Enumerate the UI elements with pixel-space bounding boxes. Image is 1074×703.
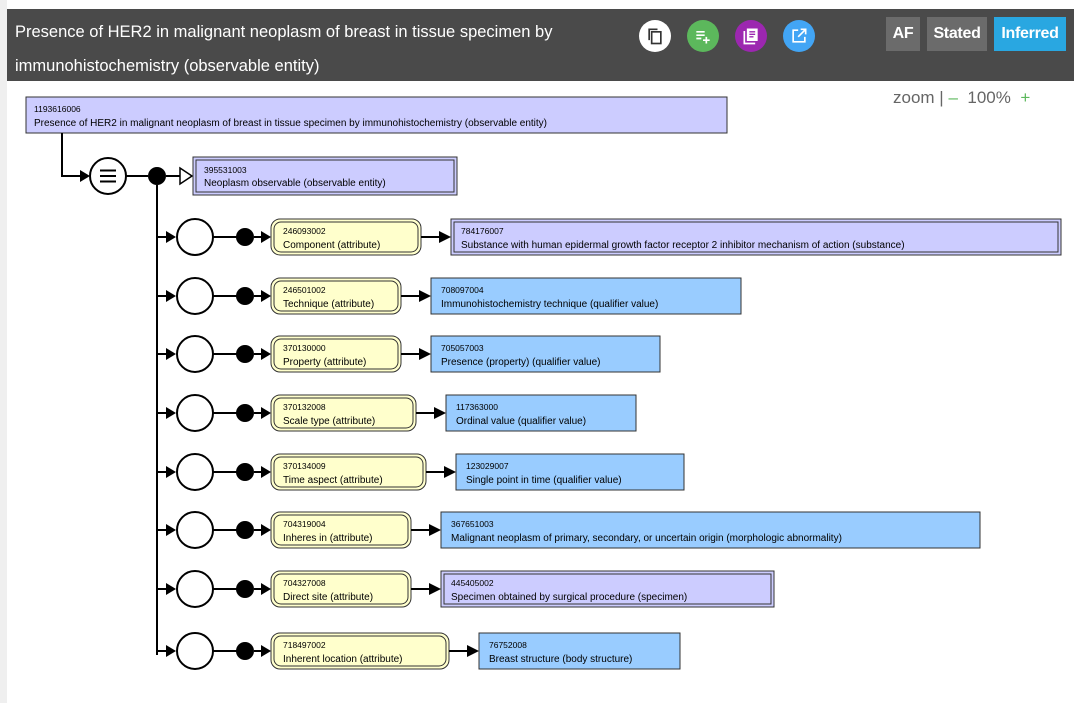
value-concept-node[interactable] [430, 277, 742, 315]
attribute-id: 370130000 [283, 343, 326, 353]
value-concept-label: Single point in time (qualifier value) [466, 475, 622, 486]
zoom-value: 100% [967, 88, 1011, 107]
value-concept-id: 117363000 [456, 402, 498, 412]
conjunction-node [236, 404, 254, 422]
attribute-label: Time aspect (attribute) [283, 475, 383, 486]
conjunction-node [236, 463, 254, 481]
copy-button[interactable] [639, 20, 671, 52]
value-concept-node[interactable] [478, 632, 681, 670]
copy-icon [648, 28, 662, 45]
attribute-label: Inheres in (attribute) [283, 533, 373, 544]
attribute-group-node [176, 394, 214, 432]
zoom-control: zoom | – 100% + [893, 88, 1030, 108]
parent-concept-id: 395531003 [204, 165, 247, 175]
conjunction-node [236, 580, 254, 598]
value-concept-node[interactable] [430, 335, 661, 373]
zoom-in-button[interactable]: + [1020, 88, 1031, 107]
parent-concept-label: Neoplasm observable (observable entity) [204, 178, 386, 189]
library-button[interactable] [735, 20, 767, 52]
attribute-label: Scale type (attribute) [283, 416, 375, 427]
value-concept-node[interactable] [445, 394, 637, 432]
value-concept-node[interactable] [455, 453, 685, 491]
zoom-label: zoom | [893, 88, 944, 107]
value-concept-label: Malignant neoplasm of primary, secondary… [451, 533, 842, 544]
attribute-group-node [176, 511, 214, 549]
value-concept-id: 76752008 [489, 640, 527, 650]
value-concept-label: Presence (property) (qualifier value) [441, 357, 601, 368]
conjunction-node [236, 345, 254, 363]
conjunction-node [236, 521, 254, 539]
attribute-id: 704327008 [283, 578, 326, 588]
playlist-add-icon [696, 31, 710, 44]
left-strip [0, 0, 7, 703]
zoom-out-button[interactable]: – [948, 88, 958, 107]
attribute-id: 718497002 [283, 640, 326, 650]
value-concept-node[interactable] [440, 511, 981, 549]
value-concept-label: Immunohistochemistry technique (qualifie… [441, 299, 658, 310]
attribute-id: 370134009 [283, 461, 326, 471]
value-concept-label: Ordinal value (qualifier value) [456, 416, 586, 427]
value-concept-label: Specimen obtained by surgical procedure … [451, 592, 687, 603]
stated-button[interactable]: Stated [927, 17, 987, 51]
value-concept-id: 367651003 [451, 519, 494, 529]
attribute-label: Inherent location (attribute) [283, 654, 403, 665]
value-concept-id: 445405002 [451, 578, 494, 588]
attribute-label: Technique (attribute) [283, 299, 374, 310]
value-concept-label: Breast structure (body structure) [489, 654, 632, 665]
header-bar: Presence of HER2 in malignant neoplasm o… [7, 9, 1074, 81]
af-button[interactable]: AF [886, 17, 920, 51]
attribute-group-node [176, 632, 214, 670]
inferred-button[interactable]: Inferred [994, 17, 1066, 51]
attribute-label: Property (attribute) [283, 357, 366, 368]
attribute-group-node [176, 453, 214, 491]
attribute-label: Component (attribute) [283, 240, 380, 251]
conjunction-node [236, 642, 254, 660]
value-concept-id: 123029007 [466, 461, 509, 471]
value-concept-id: 784176007 [461, 226, 504, 236]
conjunction-node [236, 228, 254, 246]
attribute-id: 246501002 [283, 285, 326, 295]
open-in-new-icon [792, 28, 807, 43]
value-concept-node[interactable] [440, 570, 775, 608]
page-title: Presence of HER2 in malignant neoplasm o… [15, 23, 553, 75]
attribute-group-node [176, 570, 214, 608]
conjunction-node [236, 287, 254, 305]
value-concept-id: 705057003 [441, 343, 484, 353]
attribute-id: 704319004 [283, 519, 326, 529]
attribute-group-node [176, 218, 214, 256]
value-concept-node[interactable] [450, 218, 1062, 256]
attribute-group-node [176, 277, 214, 315]
add-to-list-button[interactable] [687, 20, 719, 52]
attribute-label: Direct site (attribute) [283, 592, 373, 603]
value-concept-id: 708097004 [441, 285, 484, 295]
attribute-id: 370132008 [283, 402, 326, 412]
open-new-button[interactable] [783, 20, 815, 52]
attribute-id: 246093002 [283, 226, 326, 236]
root-concept-label: Presence of HER2 in malignant neoplasm o… [34, 118, 547, 129]
conjunction-node [148, 167, 166, 185]
library-books-icon [743, 28, 758, 45]
root-concept-id: 1193616006 [34, 104, 81, 114]
value-concept-label: Substance with human epidermal growth fa… [461, 240, 905, 251]
attribute-group-node [176, 335, 214, 373]
